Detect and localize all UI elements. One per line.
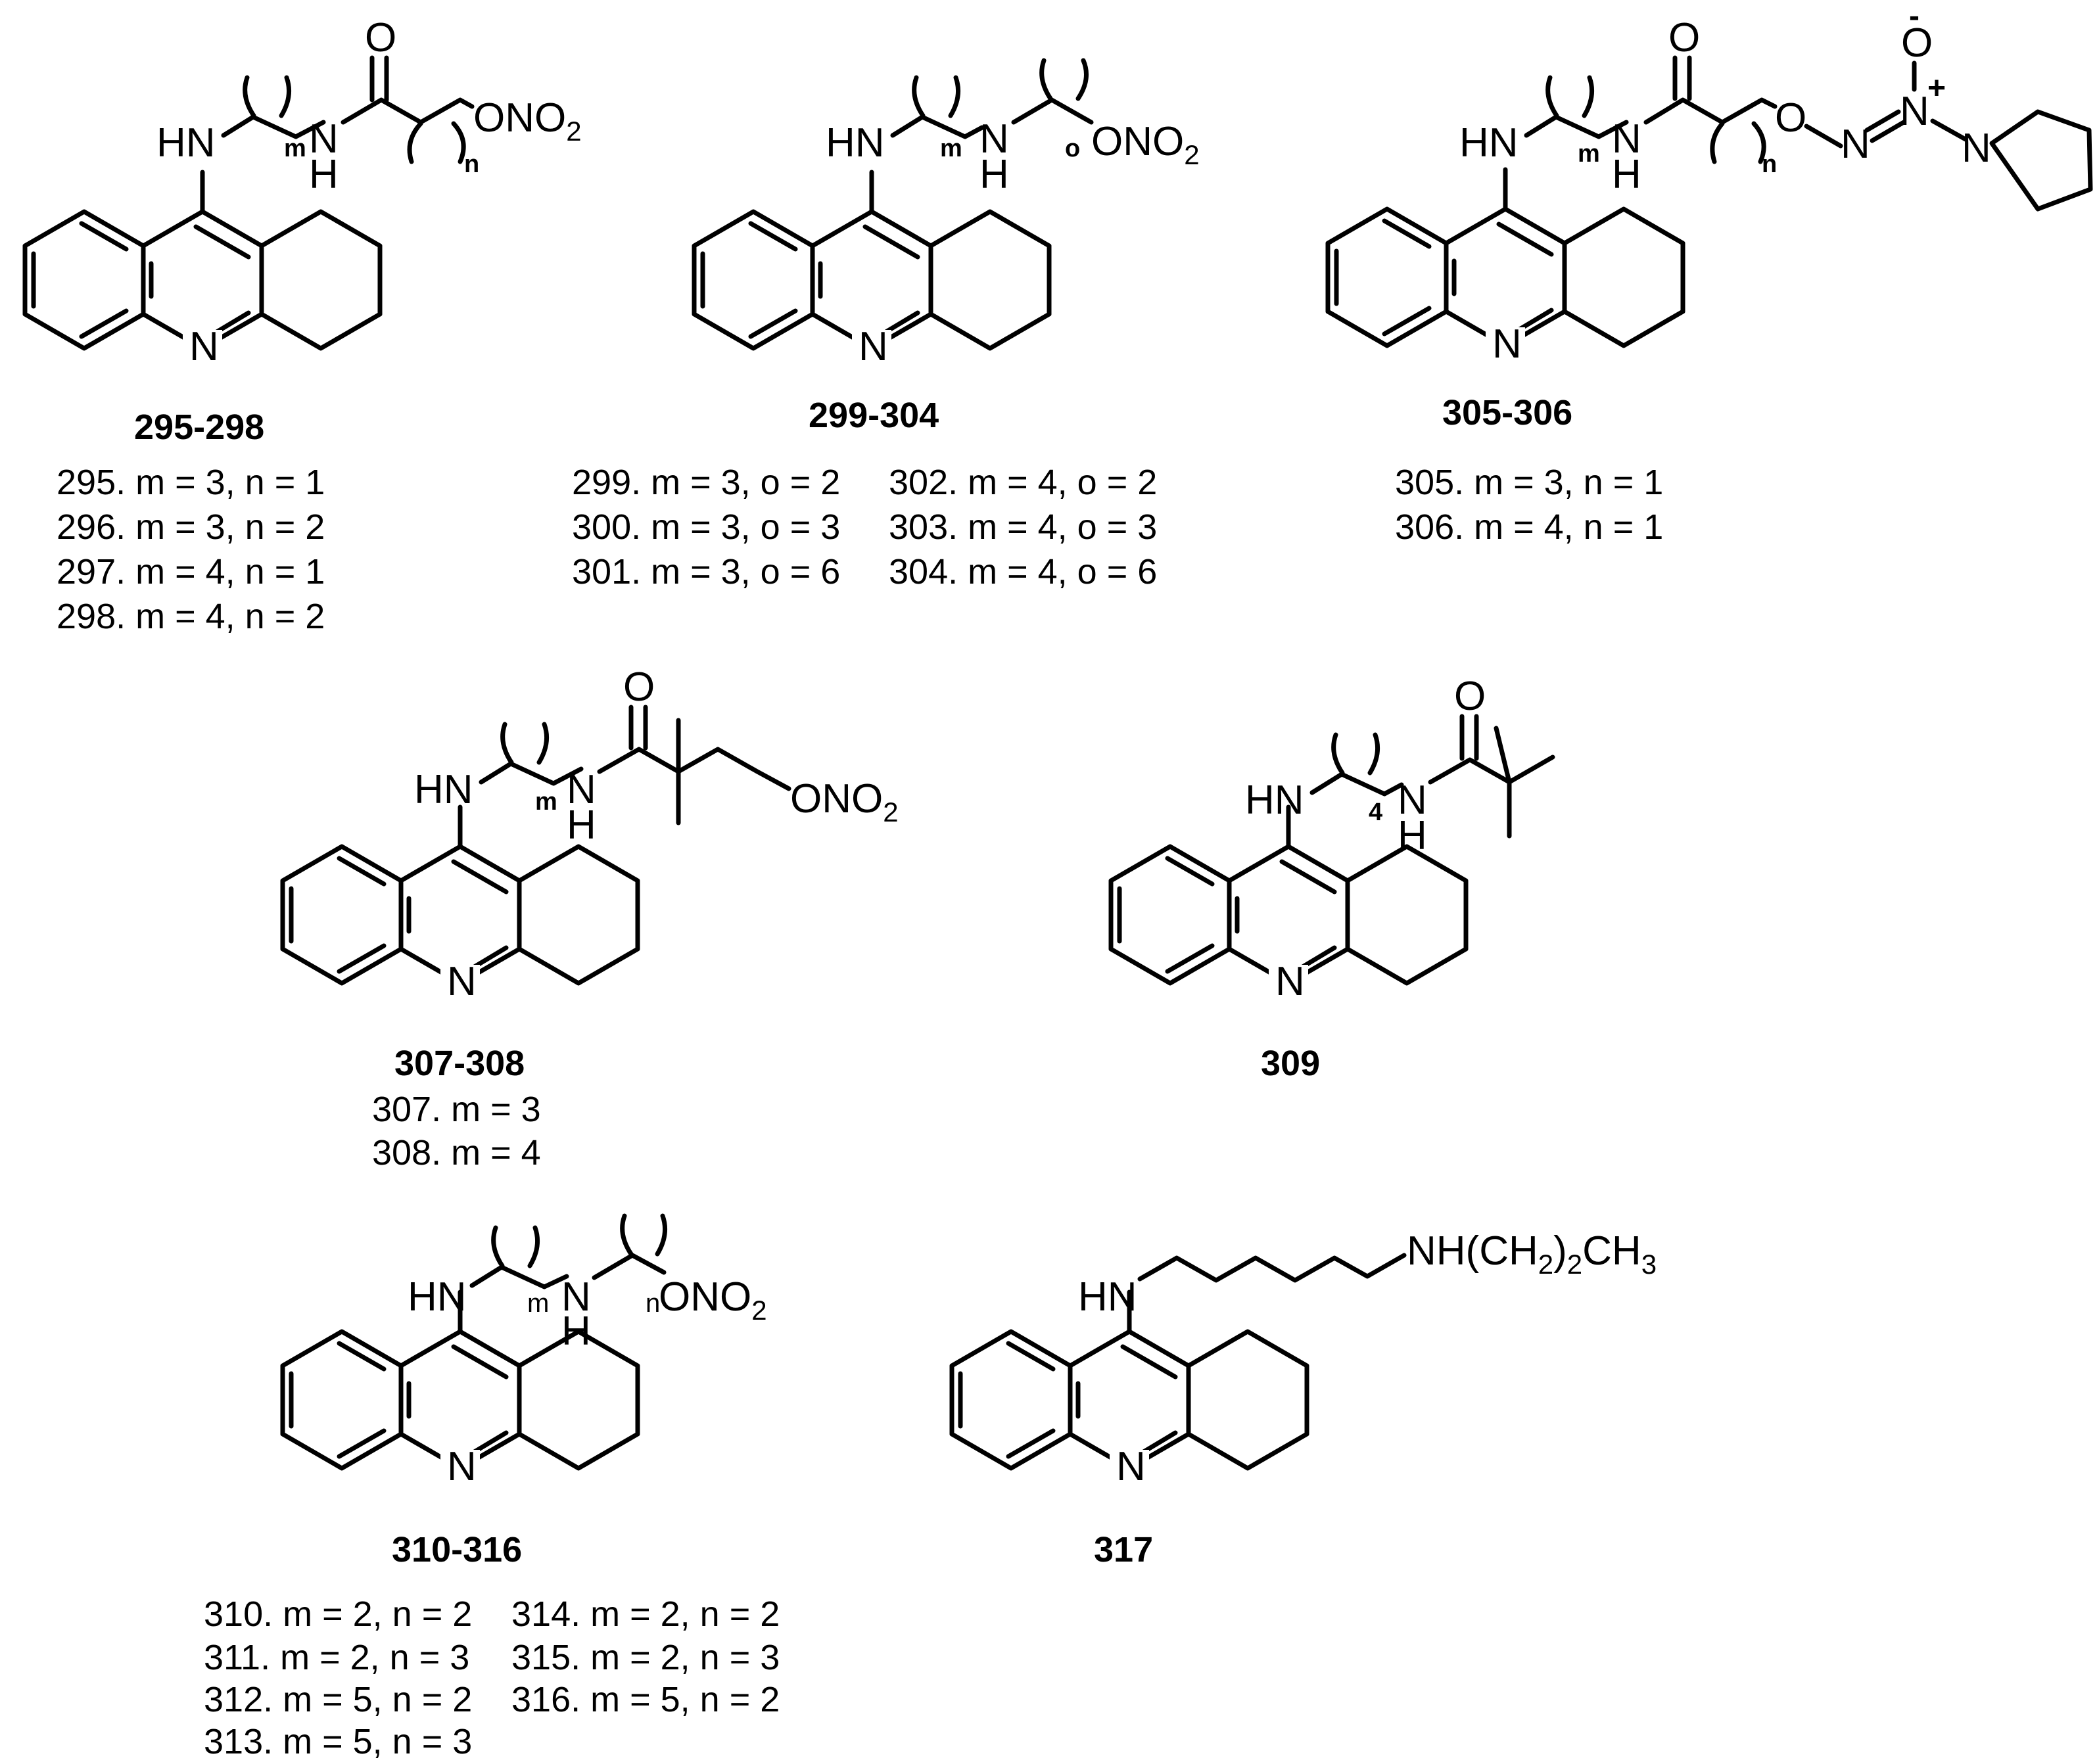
negative-charge: -	[1909, 0, 1920, 34]
ring-nitrogen: N	[1492, 321, 1522, 367]
amide-h: H	[567, 802, 596, 848]
amine-hn: HN	[414, 767, 473, 812]
structure-317: N HN NH(CH2)2CH3 317	[952, 1228, 1657, 1569]
index-4: 4	[1369, 799, 1382, 826]
variant-line: 299. m = 3, o = 2	[572, 463, 840, 502]
variant-line: 296. m = 3, n = 2	[57, 507, 325, 547]
ether-o: O	[1775, 95, 1806, 141]
amide-h: H	[1398, 813, 1427, 858]
ring-nitrogen: N	[859, 324, 888, 369]
variant-line: 313. m = 5, n = 3	[204, 1722, 472, 1761]
variant-line: 302. m = 4, o = 2	[889, 463, 1157, 502]
variant-line: 310. m = 2, n = 2	[204, 1594, 472, 1634]
variant-line: 300. m = 3, o = 3	[572, 507, 840, 547]
amine-hn: HN	[1245, 778, 1304, 823]
amide-n: N	[1398, 778, 1427, 823]
variant-line: 305. m = 3, n = 1	[1395, 463, 1663, 502]
nitrooxy-group: ONO2	[790, 776, 899, 827]
compound-label: 310-316	[392, 1530, 522, 1569]
variant-line: 315. m = 2, n = 3	[511, 1638, 780, 1677]
amine-n: N	[561, 1274, 591, 1320]
nitrooxy-group: ONO2	[1091, 119, 1200, 170]
index-m: m	[284, 135, 306, 162]
index-m: m	[527, 1289, 549, 1318]
structure-310-316: N HN m N H n ONO2 310-316 310. m = 2, n …	[204, 1213, 780, 1761]
pyrrolidine-n: N	[1962, 126, 1991, 171]
ring-nitrogen: N	[1275, 959, 1305, 1004]
index-n: n	[1762, 151, 1777, 178]
positive-charge: +	[1927, 71, 1946, 106]
ring-nitrogen: N	[189, 324, 219, 369]
index-m: m	[535, 788, 557, 816]
variant-line: 303. m = 4, o = 3	[889, 507, 1157, 547]
index-n: n	[646, 1289, 660, 1318]
amide-n: N	[567, 767, 596, 812]
variant-line: 307. m = 3	[372, 1090, 541, 1129]
variant-line: 306. m = 4, n = 1	[1395, 507, 1663, 547]
structure-299-304: N HN m N H o ONO2 299-304 299. m = 3, o …	[572, 58, 1200, 592]
compound-label: 299-304	[809, 396, 939, 435]
amine-h: H	[979, 152, 1009, 197]
structure-305-306: N HN m N H O n O N N + O - N 305-306 305…	[1328, 0, 2090, 547]
index-m: m	[1578, 140, 1600, 168]
structure-307-308: N HN m N H O ONO2 307-308 307. m = 3 308…	[283, 664, 899, 1172]
n-oxide-o: O	[1901, 20, 1933, 66]
amine-hn: HN	[156, 120, 216, 166]
amide-n: N	[309, 116, 339, 162]
structure-309: N HN 4 N H O 309	[1111, 674, 1555, 1083]
ring-nitrogen: N	[447, 1444, 477, 1489]
amine-h: H	[561, 1309, 591, 1354]
variant-line: 311. m = 2, n = 3	[204, 1638, 469, 1677]
variant-line: 297. m = 4, n = 1	[57, 552, 325, 592]
amine-hn: HN	[1459, 120, 1519, 166]
index-n: n	[464, 151, 479, 178]
carbonyl-o: O	[623, 664, 655, 710]
variant-line: 316. m = 5, n = 2	[511, 1680, 780, 1719]
variant-line: 298. m = 4, n = 2	[57, 597, 325, 636]
compound-label: 295-298	[134, 407, 264, 447]
amine-hn: HN	[1078, 1274, 1137, 1320]
structure-295-298: N HN m N H O n ONO2 295-298 295. m = 3, …	[25, 15, 582, 636]
ring-nitrogen: N	[1116, 1444, 1146, 1489]
carbonyl-o: O	[365, 15, 396, 60]
compound-label: 317	[1094, 1530, 1153, 1569]
compound-label: 305-306	[1442, 393, 1572, 432]
variant-line: 314. m = 2, n = 2	[511, 1594, 780, 1634]
index-o: o	[1065, 135, 1080, 162]
variant-line: 295. m = 3, n = 1	[57, 463, 325, 502]
propylamine-group: NH(CH2)2CH3	[1407, 1228, 1657, 1280]
amine-hn: HN	[408, 1274, 467, 1320]
n-plus: N	[1900, 89, 1929, 134]
variant-line: 304. m = 4, o = 6	[889, 552, 1157, 592]
amide-n: N	[1612, 116, 1641, 162]
compound-label: 309	[1261, 1044, 1320, 1083]
nitrooxy-group: ONO2	[659, 1274, 767, 1326]
amine-hn: HN	[826, 120, 885, 166]
amine-n: N	[979, 116, 1009, 162]
variant-line: 312. m = 5, n = 2	[204, 1680, 472, 1719]
variant-line: 308. m = 4	[372, 1133, 541, 1172]
amide-h: H	[309, 152, 339, 197]
variant-line: 301. m = 3, o = 6	[572, 552, 840, 592]
compound-label: 307-308	[394, 1044, 525, 1083]
index-m: m	[940, 135, 962, 162]
carbonyl-o: O	[1454, 674, 1486, 719]
nitrooxy-group: ONO2	[473, 95, 582, 147]
carbonyl-o: O	[1668, 15, 1700, 60]
ring-nitrogen: N	[447, 959, 477, 1004]
amide-h: H	[1612, 152, 1641, 197]
